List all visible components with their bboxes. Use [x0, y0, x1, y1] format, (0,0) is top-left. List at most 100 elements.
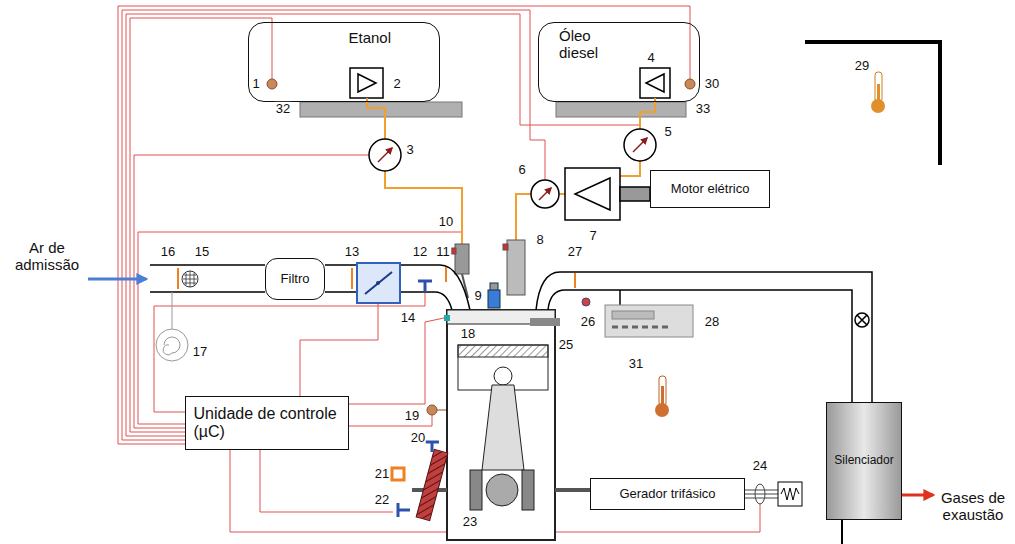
callout-number: 15 — [194, 245, 210, 259]
fuel-lines-part — [385, 171, 462, 244]
thermometers — [655, 72, 885, 417]
callout-number: 14 — [400, 311, 416, 325]
callout-number: 21 — [374, 467, 390, 481]
callout-number: 23 — [462, 515, 478, 529]
temperature-sensors-part — [267, 79, 277, 89]
temperature-sensors — [267, 79, 695, 415]
load-bank-part — [745, 490, 778, 498]
callout-number: 32 — [275, 102, 291, 116]
engine-block-part — [470, 470, 482, 510]
fuel-lines-part — [559, 193, 565, 195]
node-text: Unidade de controle (µC) — [194, 405, 339, 442]
callout-number: 3 — [405, 143, 414, 157]
engine-block-part — [486, 474, 518, 506]
throttle-valve — [357, 263, 400, 303]
fuel-lines-part — [516, 194, 531, 240]
signal-wires-part — [260, 450, 393, 512]
cylinder-sensors — [444, 298, 590, 326]
cylinder-sensors-part — [530, 318, 560, 326]
signal-wires-part — [126, 14, 640, 436]
load-bank-part — [778, 482, 802, 506]
exhaust-pipe-part — [619, 290, 621, 305]
tank-scales — [300, 102, 686, 117]
signal-wires-part — [130, 18, 272, 432]
node-text: Etanol — [348, 29, 391, 46]
gas-analyzer-part — [605, 305, 693, 337]
injectors-part — [451, 248, 456, 254]
engine-block-part — [522, 470, 534, 510]
pressure-gauges-part — [539, 188, 551, 200]
injectors-part — [455, 244, 469, 274]
fuel-lines-part — [620, 161, 640, 176]
callout-number: 31 — [628, 357, 644, 371]
exhaust-pipe-part — [548, 290, 852, 402]
signal-wires-part — [154, 293, 425, 412]
injectors-part — [503, 244, 508, 250]
sensor-ticks-part — [177, 268, 179, 289]
sensor-ticks-part — [351, 268, 353, 289]
humidity-sensor-part — [172, 292, 173, 329]
sensor-ticks-part — [445, 267, 447, 282]
temperature-sensors-part — [427, 405, 437, 415]
temperature-sensors-part — [437, 410, 447, 411]
cylinder-sensors-part — [582, 298, 590, 306]
flow-label: Gases de exaustão — [936, 490, 1010, 523]
exhaust-pipe-part — [536, 272, 872, 402]
node-text: Gerador trifásico — [619, 487, 715, 502]
air-flow-meter — [182, 271, 198, 287]
spark-plug-part — [488, 290, 500, 308]
crank-sensors-part — [425, 442, 439, 452]
node-text: Motor elétrico — [671, 182, 750, 197]
exhaust-pipe-part — [855, 313, 869, 327]
callout-number: 27 — [567, 245, 583, 259]
gas-analyzer-part — [612, 311, 654, 319]
engine-block-part — [458, 345, 548, 390]
high-pressure-pump — [565, 168, 650, 220]
injectors-part — [507, 240, 525, 295]
load-bank — [745, 482, 802, 506]
callout-number: 29 — [854, 59, 870, 73]
air-flow-meter-part — [183, 271, 197, 287]
pressure-sensor — [418, 281, 432, 292]
spark-plug — [488, 283, 500, 308]
callout-number: 2 — [392, 77, 401, 91]
high-pressure-pump-part — [575, 178, 610, 210]
tank-scales-part — [300, 102, 462, 117]
thermometers-part — [655, 403, 669, 417]
callout-number: 13 — [344, 245, 360, 259]
signal-wires-part — [118, 6, 690, 444]
gas-analyzer-part — [612, 326, 668, 329]
callout-number: 7 — [588, 229, 597, 243]
callout-number: 11 — [435, 245, 451, 259]
fuel-lines — [367, 98, 655, 244]
throttle-valve-part — [365, 272, 392, 294]
callout-number: 18 — [460, 327, 476, 341]
callout-number: 10 — [438, 215, 454, 229]
callout-number: 24 — [752, 459, 768, 473]
signal-wires-part — [345, 318, 444, 404]
thermometers-part — [661, 386, 664, 406]
node-text: Silenciador — [834, 454, 893, 468]
sensor-ticks-part — [574, 273, 576, 288]
injectors — [451, 240, 525, 298]
flywheel — [416, 449, 448, 520]
flow-label: Ar de admissão — [7, 240, 87, 273]
gas-analyzer — [605, 305, 693, 337]
high-pressure-pump-part — [620, 187, 650, 201]
pressure-gauges-part — [369, 139, 401, 171]
node-text: Filtro — [281, 272, 310, 287]
callout-number: 28 — [704, 315, 720, 329]
engine-block-part — [447, 310, 555, 540]
pressure-gauges-part — [633, 138, 647, 152]
diesel-tank: Óleo diesel — [538, 22, 700, 102]
control-unit-box: Unidade de controle (µC) — [185, 396, 349, 450]
fuel-pumps-part — [358, 74, 376, 92]
humidity-sensor-part — [163, 337, 180, 355]
high-pressure-pump-part — [565, 168, 620, 220]
muffler-box: Silenciador — [826, 402, 902, 520]
fuel-pumps-part — [350, 68, 383, 98]
crank-sensors-part — [398, 503, 410, 517]
callout-number: 12 — [412, 245, 428, 259]
signal-wires-part — [300, 304, 378, 396]
